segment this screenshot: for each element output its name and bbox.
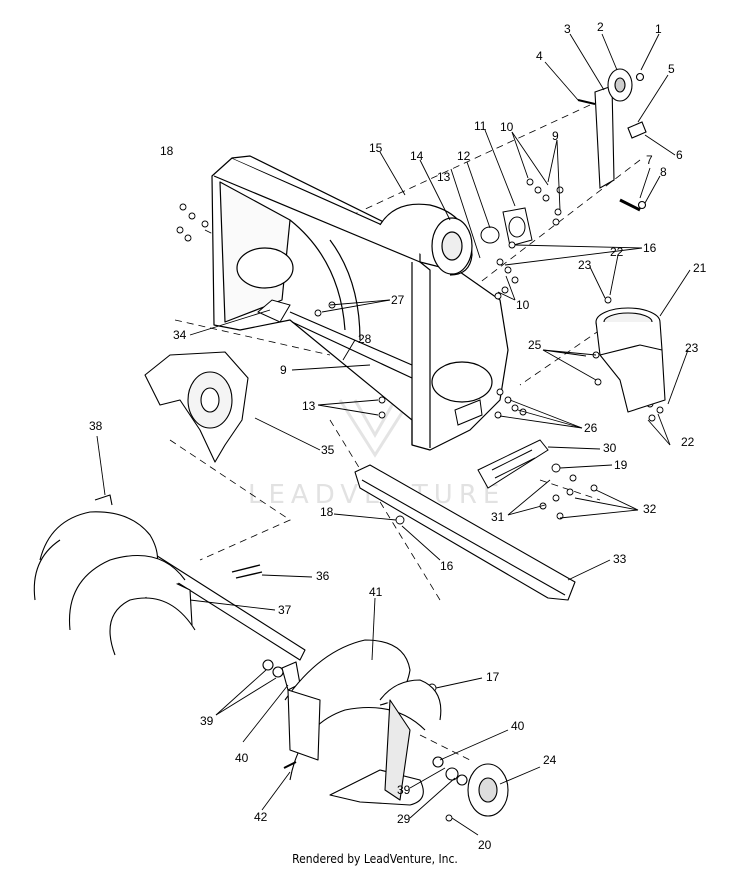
callout-34: 34 [173,328,187,342]
callout-37: 37 [278,603,292,617]
callout-24: 24 [543,753,557,767]
left-auger [33,494,196,656]
footer-credit: Rendered by LeadVenture, Inc. [292,852,458,866]
callout-27: 27 [391,293,405,307]
callout-labels: 1 2 3 4 5 6 7 8 9 10 11 12 13 14 15 16 1… [89,20,707,852]
impeller [144,351,249,463]
callout-35: 35 [321,443,335,457]
callout-41: 41 [369,585,383,599]
right-auger [284,639,442,806]
callout-33: 33 [613,552,627,566]
auger-housing [211,155,509,451]
assembly-dashed-lines [169,104,641,761]
callout-14: 14 [410,149,424,163]
callout-40-right: 40 [511,719,525,733]
callout-10-lower: 10 [516,298,530,312]
callout-36: 36 [316,569,330,583]
callout-16-lower: 16 [440,559,454,573]
callout-9-lower: 9 [280,363,287,377]
callout-11: 11 [474,119,487,133]
callout-5: 5 [668,62,675,76]
callout-13-lower: 13 [302,399,316,413]
side-plate [257,299,483,426]
callout-31: 31 [491,510,505,524]
scraper-bar [354,464,576,601]
callout-1: 1 [655,22,662,36]
callout-16: 16 [643,241,657,255]
idler-bracket [577,68,647,212]
discharge-chute [595,307,666,413]
callout-29: 29 [397,812,411,826]
callout-38: 38 [89,419,103,433]
callout-19: 19 [614,458,628,472]
callout-26: 26 [584,421,598,435]
callout-2: 2 [597,20,604,34]
callout-20: 20 [478,838,492,852]
callout-13: 13 [437,170,451,184]
callout-3: 3 [564,22,571,36]
callout-40: 40 [235,751,249,765]
callout-17: 17 [486,670,500,684]
shave-plate [477,439,549,489]
callout-10: 10 [500,120,514,134]
callout-32: 32 [643,502,657,516]
callout-12: 12 [457,149,471,163]
callout-22: 22 [610,245,624,259]
callout-15: 15 [369,141,383,155]
callout-4: 4 [536,49,543,63]
callout-21: 21 [693,261,707,275]
callout-39-right: 39 [397,783,411,797]
callout-23: 23 [578,258,592,272]
callout-25: 25 [528,338,542,352]
leader-lines [96,33,691,836]
callout-28: 28 [358,332,372,346]
callout-39: 39 [200,714,214,728]
callout-18-lower: 18 [320,505,334,519]
callout-9: 9 [552,129,559,143]
callout-7: 7 [646,153,653,167]
bearing-flange [283,756,509,817]
callout-18: 18 [160,144,174,158]
callout-42: 42 [254,810,268,824]
callout-30: 30 [603,441,617,455]
callout-23-lower: 23 [685,341,699,355]
callout-22-lower: 22 [681,435,695,449]
callout-8: 8 [660,165,667,179]
bearing-plate [480,207,533,247]
callout-6: 6 [676,148,683,162]
